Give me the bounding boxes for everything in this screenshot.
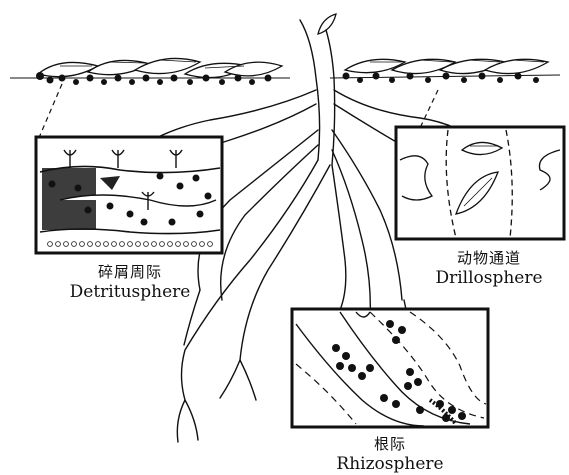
drillosphere-label-zh: 动物通道 bbox=[424, 248, 554, 268]
drillosphere-label-en: Drillosphere bbox=[424, 268, 554, 288]
rhizosphere-label: 根际 Rhizosphere bbox=[330, 434, 450, 474]
detritusphere-panel bbox=[36, 137, 222, 253]
drillosphere-label: 动物通道 Drillosphere bbox=[424, 248, 554, 288]
rhizosphere-label-en: Rhizosphere bbox=[330, 454, 450, 474]
detritusphere-label-zh: 碎屑周际 bbox=[60, 262, 200, 282]
rhizosphere-panel bbox=[292, 309, 488, 427]
rhizosphere-label-zh: 根际 bbox=[330, 434, 450, 454]
soil-surface bbox=[10, 14, 560, 78]
detritusphere-label-en: Detritusphere bbox=[60, 282, 200, 302]
drillosphere-panel bbox=[396, 127, 564, 239]
detritusphere-label: 碎屑周际 Detritusphere bbox=[60, 262, 200, 302]
